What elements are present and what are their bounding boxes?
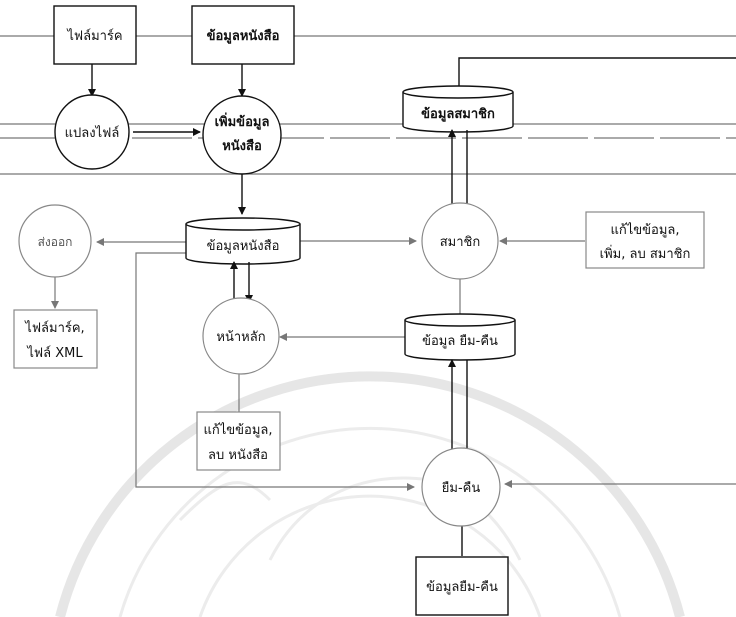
convert-file-label: แปลงไฟล์: [65, 125, 120, 141]
member-process: สมาชิก: [421, 202, 499, 280]
add-book-data-process: เพิ่มข้อมูล หนังสือ: [202, 95, 282, 175]
export-outputs-box: ไฟล์มาร์ค, ไฟล์ XML: [13, 309, 98, 369]
borrow-return-input-label: ข้อมูลยืม-คืน: [426, 579, 498, 595]
member-actions-line1: แก้ไขข้อมูล,: [610, 222, 679, 238]
book-data-store-label: ข้อมูลหนังสือ: [207, 238, 280, 254]
export-process-label: ส่งออก: [38, 235, 73, 249]
member-data-store-label: ข้อมูลสมาชิก: [421, 106, 495, 122]
book-actions-line1: แก้ไขข้อมูล,: [203, 422, 272, 438]
borrow-return-process: ยืม-คืน: [421, 447, 501, 527]
member-process-label: สมาชิก: [440, 235, 481, 250]
borrow-return-input-box: ข้อมูลยืม-คืน: [415, 556, 509, 616]
book-data-store: ข้อมูลหนังสือ: [185, 217, 301, 265]
book-data-input-box: ข้อมูลหนังสือ: [191, 5, 295, 65]
member-actions-box: แก้ไขข้อมูล, เพิ่ม, ลบ สมาชิก: [585, 211, 705, 269]
add-book-data-label-line2: หนังสือ: [222, 138, 262, 154]
borrow-return-data-store: ข้อมูล ยืม-คืน: [404, 313, 516, 361]
export-outputs-line1: ไฟล์มาร์ค,: [24, 320, 84, 336]
book-actions-box: แก้ไขข้อมูล, ลบ หนังสือ: [196, 411, 281, 471]
export-outputs-line2: ไฟล์ XML: [26, 345, 83, 361]
main-page-process: หน้าหลัก: [202, 297, 280, 375]
add-book-data-label-line1: เพิ่มข้อมูล: [215, 112, 270, 130]
book-actions-line2: ลบ หนังสือ: [208, 447, 268, 463]
main-page-label: หน้าหลัก: [216, 330, 265, 345]
member-actions-line2: เพิ่ม, ลบ สมาชิก: [600, 245, 691, 262]
arrow-bookstore-to-brprocess: [135, 252, 415, 491]
watermark-seal: [55, 371, 685, 617]
member-data-store: ข้อมูลสมาชิก: [402, 85, 514, 133]
book-data-input-label: ข้อมูลหนังสือ: [207, 28, 280, 44]
export-process: ส่งออก: [18, 204, 92, 278]
borrow-return-store-label: ข้อมูล ยืม-คืน: [422, 333, 498, 349]
borrow-return-process-label: ยืม-คืน: [441, 480, 480, 496]
marc-file-box: ไฟล์มาร์ค: [53, 5, 137, 65]
member-store-top-line: [458, 57, 736, 86]
connectors: [51, 57, 736, 556]
convert-file-process: แปลงไฟล์: [54, 94, 130, 170]
marc-file-label: ไฟล์มาร์ค: [66, 28, 122, 44]
